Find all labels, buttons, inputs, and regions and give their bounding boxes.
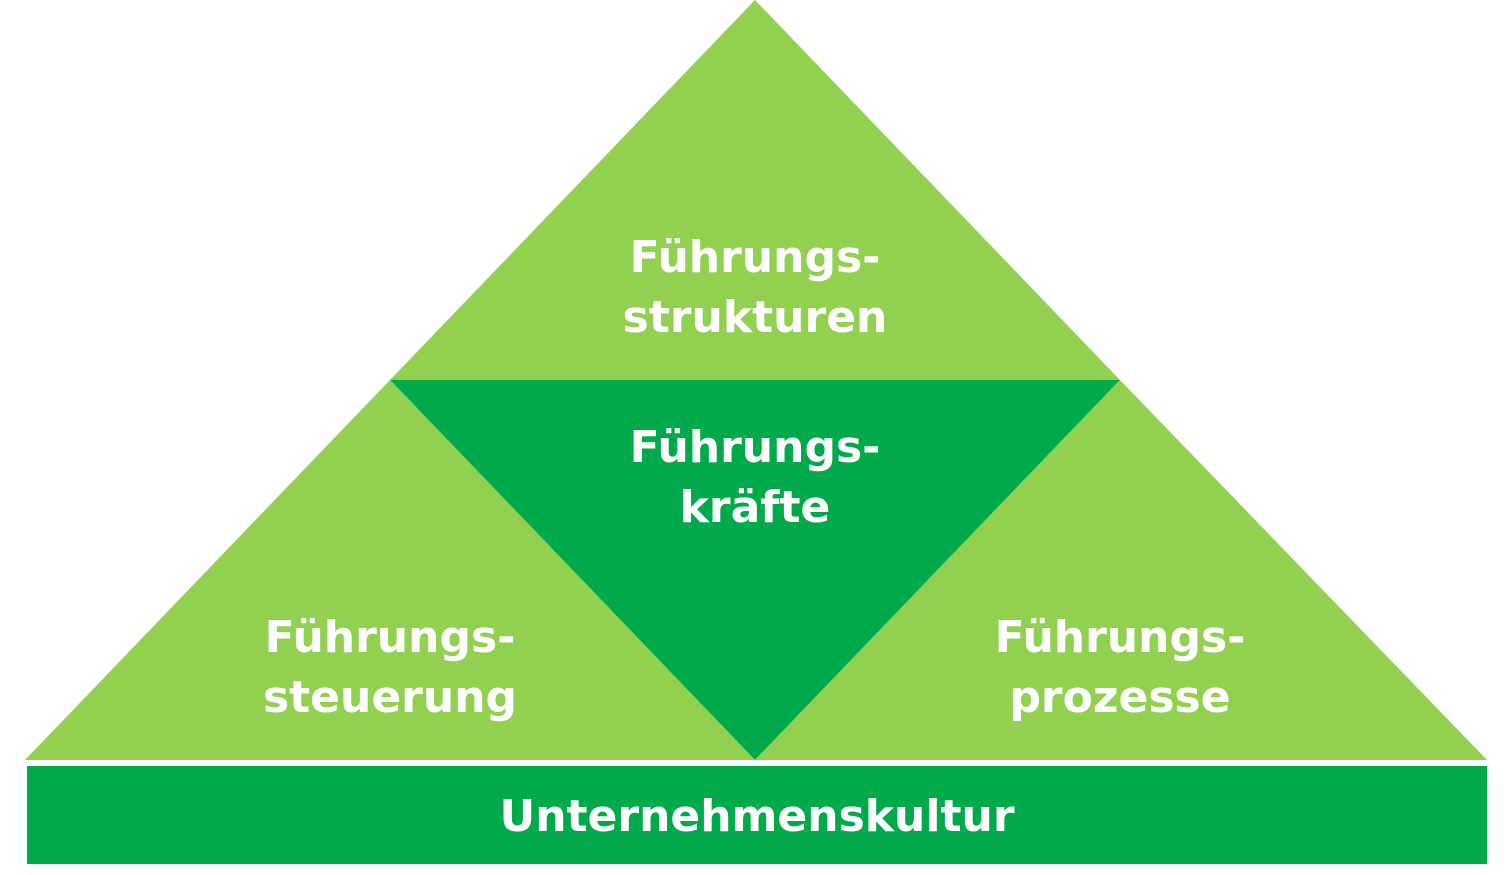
segment-right-label-line1: Führungs- — [995, 612, 1246, 663]
segment-right-label-line2: prozesse — [1009, 672, 1230, 723]
segment-left-label-line2: steuerung — [263, 672, 517, 723]
segment-top-triangle — [390, 0, 1120, 380]
segment-right-triangle — [755, 380, 1487, 760]
segment-top-label-line2: strukturen — [623, 292, 888, 343]
segment-left-triangle — [25, 380, 755, 760]
segment-top-label-line1: Führungs- — [630, 232, 881, 283]
segment-center-label-line1: Führungs- — [630, 422, 881, 473]
segment-left-label-line1: Führungs- — [265, 612, 516, 663]
base-label: Unternehmenskultur — [499, 791, 1014, 842]
segment-center-label-line2: kräfte — [680, 482, 831, 533]
base-bar — [27, 766, 1487, 864]
segment-center-triangle — [390, 380, 1120, 760]
